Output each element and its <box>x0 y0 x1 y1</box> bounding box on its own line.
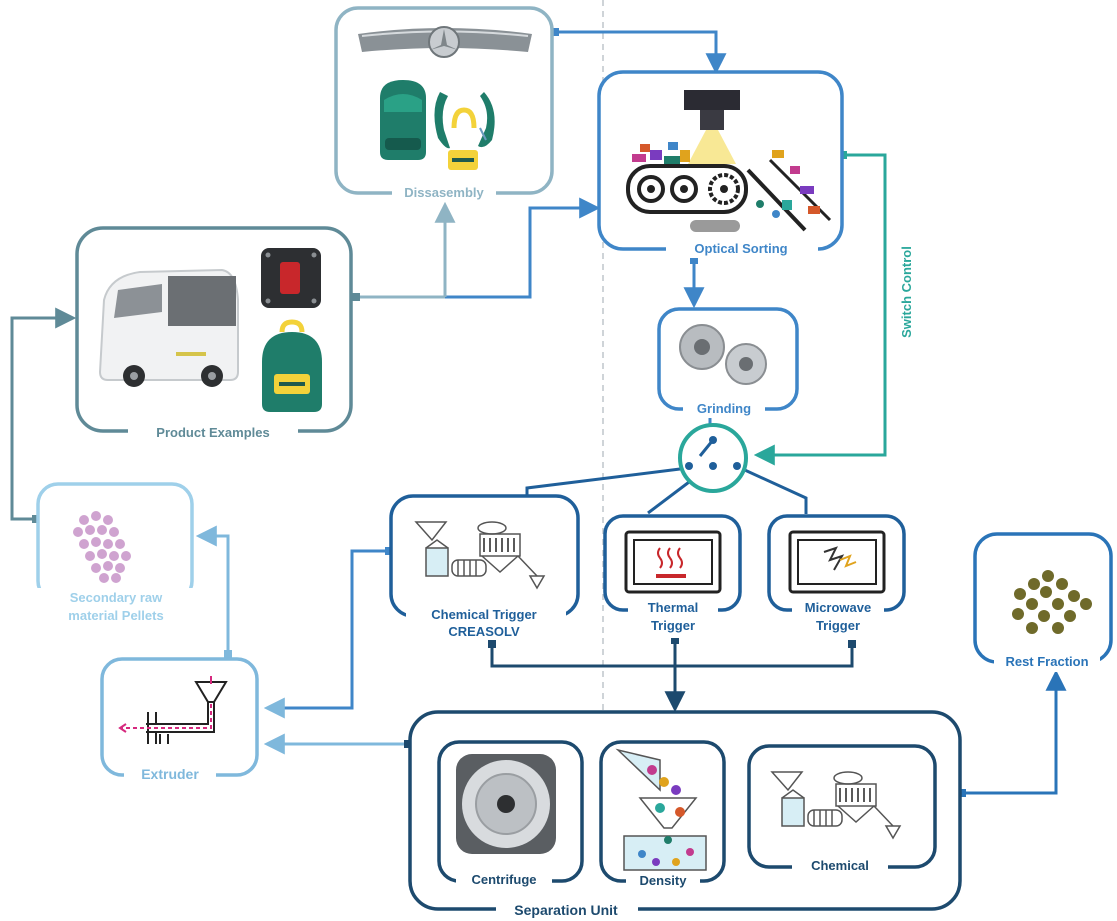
switch-device-icon <box>261 248 321 308</box>
connector-port <box>224 650 232 658</box>
thermal-trigger-box: Thermal Trigger <box>603 514 742 638</box>
disassembly-box: Dissasembly <box>334 6 554 202</box>
connector-port <box>671 636 679 644</box>
density-icon <box>615 748 707 871</box>
chemical-trigger-label-line2: CREASOLV <box>448 624 520 639</box>
optical-sorting-box: Optical Sorting <box>597 70 844 258</box>
connector-port <box>551 28 559 36</box>
microwave-trigger-label-line2: Trigger <box>816 618 860 633</box>
microwave-trigger-box: Microwave Trigger <box>767 514 906 638</box>
chemical-trigger-label-line1: Chemical Trigger <box>431 607 536 622</box>
rest-fraction-box: Rest Fraction <box>973 532 1113 672</box>
thermal-trigger-label-line2: Trigger <box>651 618 695 633</box>
separation-unit-label: Separation Unit <box>514 902 618 918</box>
switch-node <box>678 423 748 493</box>
chemical-trigger-box: Chemical Trigger CREASOLV <box>389 494 580 640</box>
connector-disassembly-optical <box>555 30 727 75</box>
centrifuge-icon <box>456 754 556 854</box>
chemical-box: Chemical <box>747 744 937 875</box>
extruder-icon <box>118 676 228 744</box>
optical-sorter-icon <box>626 90 832 232</box>
chemical-label: Chemical <box>811 858 869 873</box>
pellets-icon <box>73 511 131 583</box>
connector-port <box>385 547 393 555</box>
optical-sorting-label: Optical Sorting <box>694 241 787 256</box>
extruder-box: Extruder <box>100 657 259 786</box>
connector-port <box>352 293 360 301</box>
connector-port <box>848 640 856 648</box>
connector-port <box>404 740 412 748</box>
pellets-label-line1: Secondary raw <box>70 590 163 605</box>
pellets-label-line2: material Pellets <box>68 608 163 623</box>
thermal-trigger-label-line1: Thermal <box>648 600 699 615</box>
connector-extruder-pellets <box>195 525 230 654</box>
density-label: Density <box>640 873 688 888</box>
centrifuge-box: Centrifuge <box>437 740 584 890</box>
connector-product-right <box>355 197 601 299</box>
centrifuge-label: Centrifuge <box>472 872 537 887</box>
chemical-process-icon <box>770 771 902 840</box>
microwave-icon <box>788 530 886 594</box>
disassembly-label: Dissasembly <box>404 185 484 200</box>
rest-pellets-icon <box>1012 570 1092 634</box>
connector-chemical-extruder <box>263 549 389 719</box>
grinding-label: Grinding <box>697 401 751 416</box>
switch-control-label: Switch Control <box>899 246 914 338</box>
bus-icon <box>98 268 239 387</box>
density-box: Density <box>599 740 726 890</box>
grinder-icon <box>679 324 767 385</box>
grinding-box: Grinding <box>657 307 799 418</box>
microwave-trigger-label-line1: Microwave <box>805 600 871 615</box>
connector-pellets-product <box>10 307 77 521</box>
connector-switch-chemical <box>525 466 689 496</box>
connector-port <box>32 515 40 523</box>
backpack-icon <box>380 80 426 160</box>
connector-switch-control <box>753 153 887 466</box>
backpack-icon <box>262 319 322 412</box>
connector-switch-microwave <box>735 464 808 514</box>
product-examples-box: Product Examples <box>75 226 353 442</box>
product-examples-label: Product Examples <box>156 425 269 440</box>
connector-port <box>488 640 496 648</box>
backpack-parts-icon <box>434 92 495 170</box>
oven-icon <box>624 530 722 594</box>
chemical-process-icon <box>414 521 546 590</box>
connector-triggers-separation <box>490 640 854 708</box>
separation-unit-box: Separation Unit Centrifuge Density <box>408 710 962 920</box>
extruder-label: Extruder <box>141 766 199 782</box>
connector-separation-rest <box>962 669 1067 795</box>
pellets-box: Secondary raw material Pellets <box>28 482 202 628</box>
connector-port <box>690 256 698 264</box>
car-grille-icon <box>358 26 532 58</box>
rest-fraction-label: Rest Fraction <box>1005 654 1088 669</box>
connector-port <box>958 789 966 797</box>
